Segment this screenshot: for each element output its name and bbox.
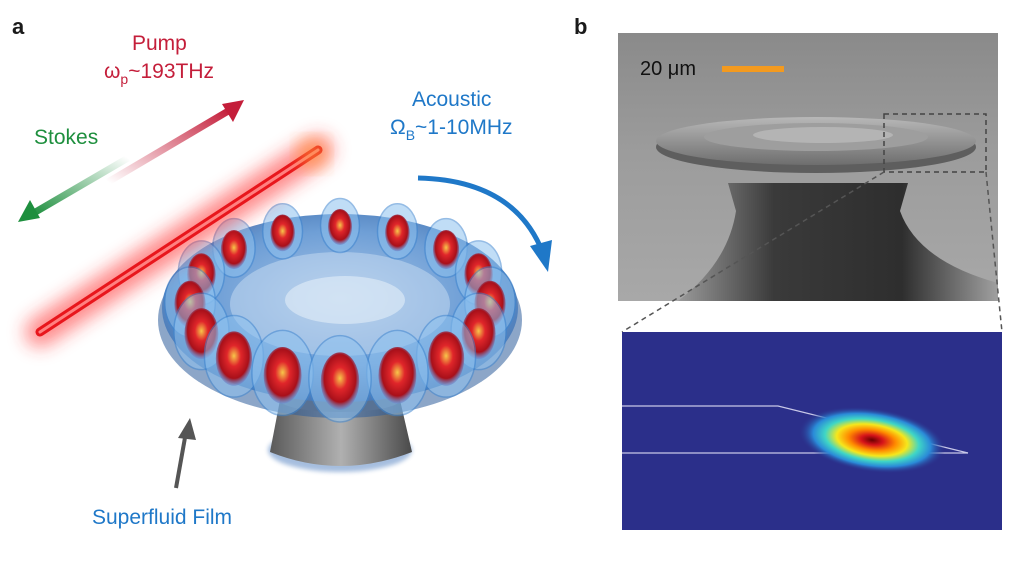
panel-letter-b: b — [574, 14, 588, 39]
mode-lobe — [376, 202, 419, 260]
scale-bar-label: 20 μm — [640, 58, 696, 80]
zoom-region-box — [883, 113, 987, 173]
pump-subscript: p — [120, 71, 129, 87]
pump-omega-symbol: ω — [104, 60, 121, 83]
acoustic-subscript: B — [405, 127, 416, 143]
mode-lobe — [203, 314, 265, 398]
acoustic-label: Acoustic — [412, 88, 492, 111]
mode-lobe — [365, 329, 429, 417]
mode-lobe — [319, 197, 361, 254]
superfluid-arrow — [174, 418, 196, 489]
pump-freq-value: ~193THz — [128, 60, 214, 83]
optical-mode-simulation — [622, 332, 1002, 530]
zoom-line-left — [621, 171, 885, 333]
stokes-label: Stokes — [34, 126, 99, 149]
mode-lobe — [261, 202, 304, 260]
scale-bar — [722, 66, 784, 72]
mode-lobe — [308, 334, 372, 423]
superfluid-film-label: Superfluid Film — [92, 506, 233, 529]
microtoroid-illustration — [18, 100, 552, 489]
optical-mode-lobes — [163, 197, 517, 423]
pump-label: Pump — [132, 32, 187, 55]
zoom-indicator — [621, 113, 1003, 333]
acoustic-frequency: ΩB~1-10MHz — [390, 116, 513, 143]
acoustic-omega-symbol: Ω — [390, 116, 406, 139]
pump-laser-beam — [25, 135, 333, 347]
sem-micrograph — [618, 33, 998, 301]
panel-letter-a: a — [12, 14, 25, 39]
stokes-arrow — [18, 154, 130, 222]
mode-intensity-profile — [798, 406, 946, 474]
acoustic-freq-value: ~1-10MHz — [415, 116, 513, 139]
zoom-line-right — [985, 171, 1003, 333]
pump-frequency: ωp~193THz — [104, 60, 214, 87]
pump-arrow — [106, 100, 244, 186]
acoustic-arrow — [417, 175, 552, 272]
pedestal — [268, 388, 412, 472]
mode-lobe — [251, 329, 315, 417]
